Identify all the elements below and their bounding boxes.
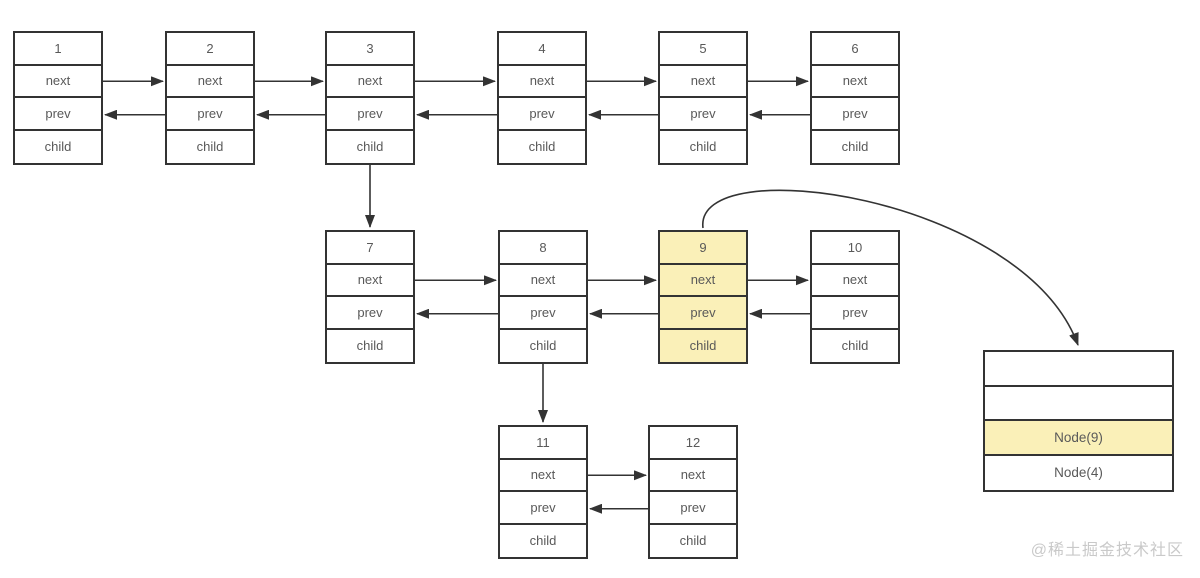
node-6-next-field: next	[812, 65, 898, 98]
node-11-prev-field: prev	[500, 492, 586, 525]
node-9-prev-field: prev	[660, 297, 746, 330]
node-4-child-field: child	[499, 130, 585, 163]
node-9-next-field: next	[660, 264, 746, 297]
node-12-child-field: child	[650, 524, 736, 557]
node-5-value: 5	[660, 33, 746, 66]
stack-box: Node(9)Node(4)	[983, 350, 1174, 492]
node-7-next-field: next	[327, 264, 413, 297]
node-11-child-field: child	[500, 524, 586, 557]
node-12-prev-field: prev	[650, 492, 736, 525]
node-6-value: 6	[812, 33, 898, 66]
node-2-child-field: child	[167, 130, 253, 163]
node-1-value: 1	[15, 33, 101, 66]
node-10-next-field: next	[812, 264, 898, 297]
stack-row-3: Node(9)	[985, 421, 1172, 456]
node-11-next-field: next	[500, 459, 586, 492]
node-11-value: 11	[500, 427, 586, 460]
node-1-next-field: next	[15, 65, 101, 98]
node-8-prev-field: prev	[500, 297, 586, 330]
node-4-value: 4	[499, 33, 585, 66]
node-4-prev-field: prev	[499, 98, 585, 131]
node-2-value: 2	[167, 33, 253, 66]
node-7-child-field: child	[327, 329, 413, 362]
node-8-next-field: next	[500, 264, 586, 297]
node-3-next-field: next	[327, 65, 413, 98]
node-10-value: 10	[812, 232, 898, 265]
node-2-next-field: next	[167, 65, 253, 98]
node-12-next-field: next	[650, 459, 736, 492]
node-6-child-field: child	[812, 130, 898, 163]
node-5-prev-field: prev	[660, 98, 746, 131]
node-5-child-field: child	[660, 130, 746, 163]
node-6-prev-field: prev	[812, 98, 898, 131]
node-7-value: 7	[327, 232, 413, 265]
node-9-child-field: child	[660, 329, 746, 362]
stack-row-4: Node(4)	[985, 455, 1172, 490]
node-8-child-field: child	[500, 329, 586, 362]
node-4-next-field: next	[499, 65, 585, 98]
node-3-value: 3	[327, 33, 413, 66]
stack-row-1	[985, 352, 1172, 387]
stack-row-2	[985, 386, 1172, 421]
node-9-value: 9	[660, 232, 746, 265]
node-8-value: 8	[500, 232, 586, 265]
node-2-prev-field: prev	[167, 98, 253, 131]
node-5-next-field: next	[660, 65, 746, 98]
node-1-prev-field: prev	[15, 98, 101, 131]
node-10-prev-field: prev	[812, 297, 898, 330]
node-12-value: 12	[650, 427, 736, 460]
node-1-child-field: child	[15, 130, 101, 163]
node-3-prev-field: prev	[327, 98, 413, 131]
node-3-child-field: child	[327, 130, 413, 163]
watermark: @稀土掘金技术社区	[1030, 542, 1184, 559]
node-7-prev-field: prev	[327, 297, 413, 330]
node-10-child-field: child	[812, 329, 898, 362]
